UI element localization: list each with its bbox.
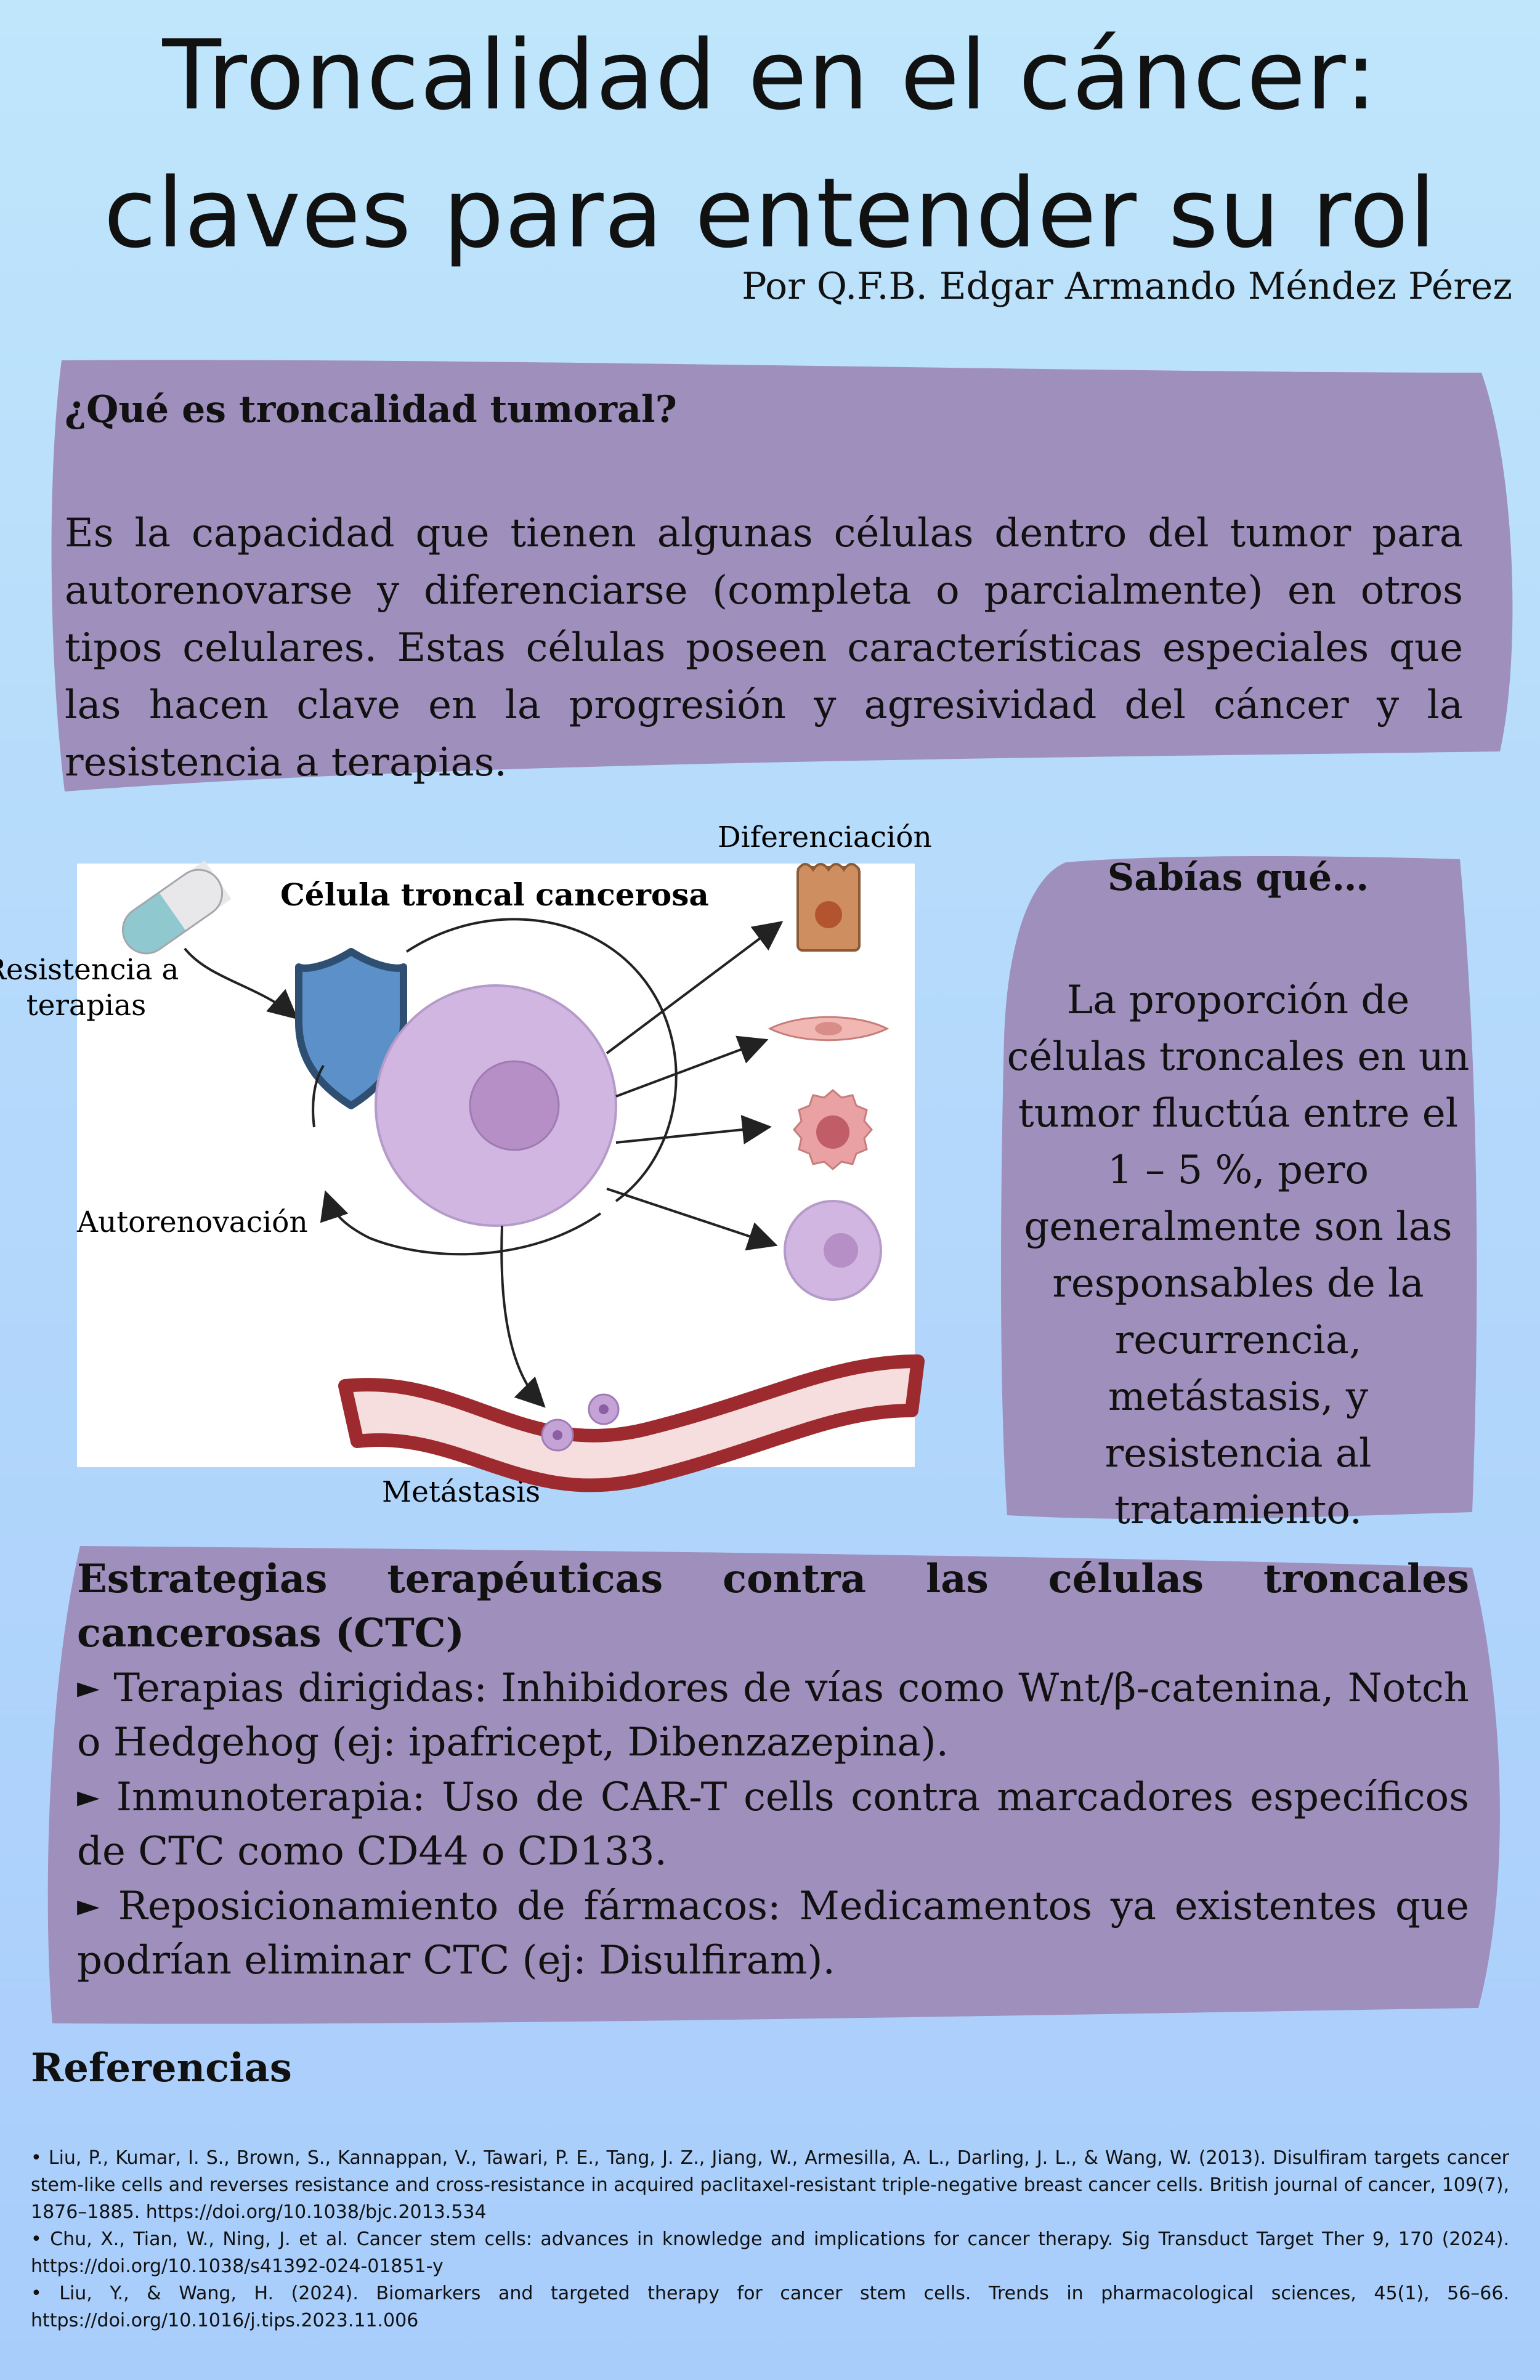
stem-cell-diagram: Diferenciación Célula troncal cancerosa …: [0, 819, 986, 1528]
strategies-section: Estrategias terapéuticas contra las célu…: [77, 1552, 1469, 1988]
diagram-center-label: Célula troncal cancerosa: [280, 876, 709, 913]
label-resistance-text-line2: terapias: [26, 989, 146, 1022]
shield-icon: [295, 948, 407, 1109]
title-line-1: Troncalidad en el cáncer:: [162, 19, 1378, 131]
stem-cell-nucleus: [469, 1060, 560, 1151]
label-resistance: Resistencia a terapias: [0, 953, 188, 1022]
strategy-item-text: Reposicionamiento de fármacos: Medicamen…: [77, 1884, 1470, 1983]
strategies-title: Estrategias terapéuticas contra las célu…: [77, 1556, 1469, 1656]
label-differentiation: Diferenciación: [718, 820, 932, 854]
columnar-cell-icon: [796, 863, 861, 952]
bullet-triangle-icon: ►: [77, 1670, 100, 1705]
strategy-item: ► Terapias dirigidas: Inhibidores de vía…: [77, 1661, 1469, 1770]
author-credit: Por Q.F.B. Edgar Armando Méndez Pérez: [742, 265, 1512, 308]
label-self-renewal: Autorenovación: [76, 1205, 308, 1239]
strategy-item-text: Terapias dirigidas: Inhibidores de vías …: [77, 1666, 1470, 1765]
irregular-cell-icon: [793, 1089, 873, 1170]
did-you-know-body: La proporción de células troncales en un…: [1007, 977, 1470, 1533]
page-title: Troncalidad en el cáncer: claves para en…: [0, 6, 1540, 282]
what-is-heading: ¿Qué es troncalidad tumoral?: [65, 388, 677, 431]
did-you-know-box-background: [992, 853, 1485, 1531]
label-resistance-text: Resistencia a: [0, 953, 179, 987]
bullet-triangle-icon: ►: [77, 1888, 100, 1923]
bullet-triangle-icon: ►: [77, 1779, 100, 1814]
reference-item: • Liu, Y., & Wang, H. (2024). Biomarkers…: [31, 2283, 1509, 2331]
strategies-box-background: [37, 1540, 1522, 2033]
label-metastasis: Metástasis: [382, 1475, 540, 1509]
what-is-body: Es la capacidad que tienen algunas célul…: [65, 511, 1463, 785]
strategy-item-text: Inmunoterapia: Uso de CAR-T cells contra…: [77, 1775, 1470, 1874]
blood-vessel-icon: [338, 1354, 925, 1492]
round-cell-icon: [784, 1200, 882, 1301]
did-you-know: Sabías qué… La proporción de células tro…: [1001, 850, 1475, 1539]
strategy-item: ► Reposicionamiento de fármacos: Medicam…: [77, 1879, 1469, 1988]
reference-item: • Chu, X., Tian, W., Ning, J. et al. Can…: [31, 2228, 1509, 2277]
what-is-box-background: [37, 357, 1515, 801]
spindle-cell-icon: [768, 1016, 890, 1042]
did-you-know-title: Sabías qué…: [1107, 856, 1369, 899]
strategy-item: ► Inmunoterapia: Uso de CAR-T cells cont…: [77, 1770, 1469, 1879]
reference-item: • Liu, P., Kumar, I. S., Brown, S., Kann…: [31, 2147, 1509, 2223]
title-line-2: claves para entender su rol: [103, 157, 1437, 269]
references-title: Referencias: [31, 2045, 292, 2091]
pill-icon: [121, 860, 232, 955]
references-list: • Liu, P., Kumar, I. S., Brown, S., Kann…: [31, 2145, 1509, 2334]
